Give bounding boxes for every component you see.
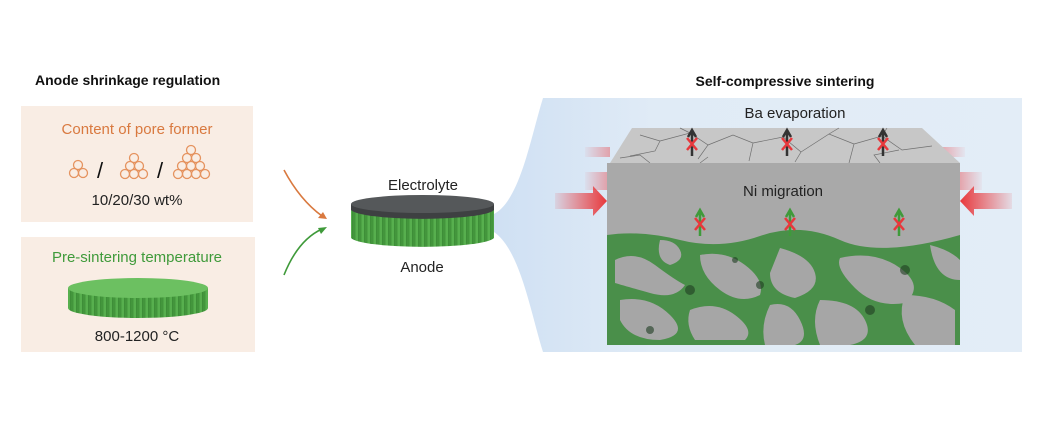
pore-particles-30-icon (172, 144, 211, 180)
compression-arrows-right-icon (940, 147, 1012, 216)
blocked-ni-migration-icons (694, 207, 905, 236)
sintered-block (607, 127, 960, 345)
ba-evaporation-label: Ba evaporation (745, 105, 846, 122)
electrolyte-label: Electrolyte (388, 177, 458, 194)
separator: / (157, 158, 164, 183)
orange-arrow-icon (283, 169, 327, 219)
presintering-value: 800-1200 °C (95, 328, 180, 345)
cell-disk-icon (351, 195, 494, 247)
grain-boundaries (619, 127, 933, 164)
pore-shadows (646, 257, 910, 334)
pore-particles-10-icon (68, 159, 89, 179)
separator: / (97, 158, 104, 183)
compression-arrows-left-icon (555, 147, 610, 216)
left-title: Anode shrinkage regulation (35, 72, 220, 88)
right-title: Self-compressive sintering (696, 73, 875, 89)
green-arrow-icon (283, 227, 327, 276)
ni-migration-label: Ni migration (743, 183, 823, 200)
blocked-ba-evaporation-icons (686, 127, 889, 156)
presintering-label: Pre-sintering temperature (52, 249, 222, 266)
pore-particles-20-icon (119, 152, 149, 180)
anode-disk-icon (68, 278, 208, 318)
pore-former-label: Content of pore former (62, 121, 213, 138)
pore-network (615, 240, 960, 345)
pore-former-panel: Content of pore former / / 10/20/30 wt% (21, 106, 253, 222)
presintering-panel: Pre-sintering temperature 800-1200 °C (21, 237, 255, 352)
pore-former-value: 10/20/30 wt% (92, 192, 183, 209)
anode-label: Anode (400, 259, 443, 276)
